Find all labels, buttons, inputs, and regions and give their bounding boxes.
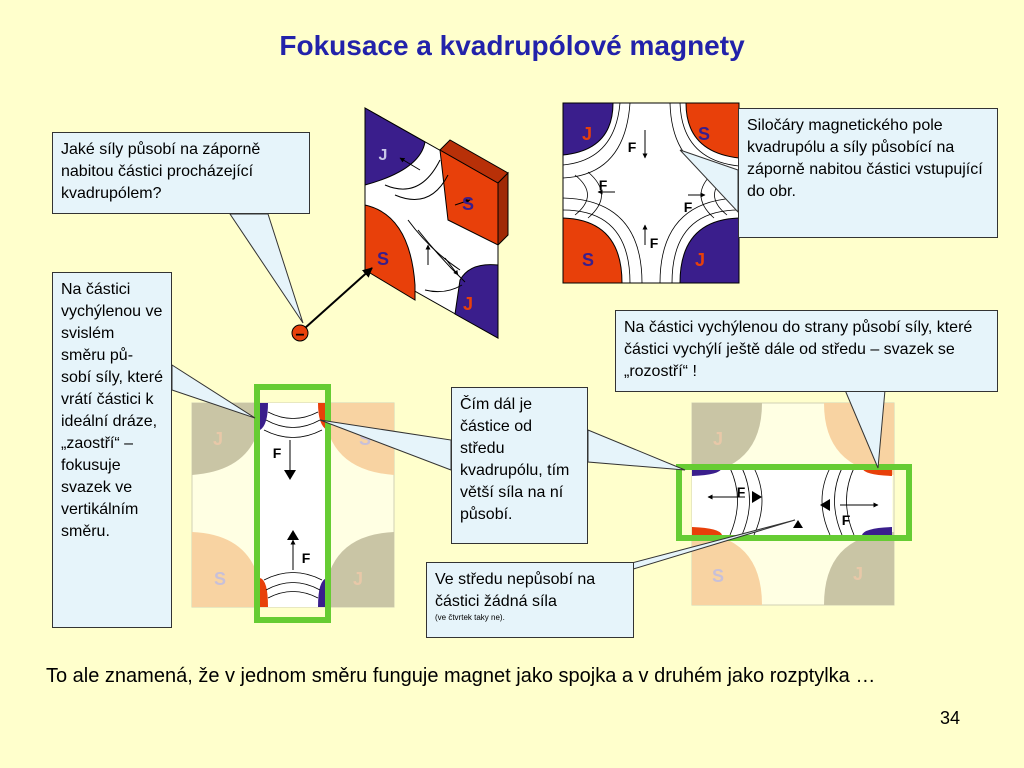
callout-center-text: Ve středu nepůsobí na částici žádná síla [435,571,596,610]
vertical-slice [260,403,327,607]
callout-pointer [171,364,256,419]
callout-pointer [587,429,686,471]
quadrupole-3d [291,107,509,342]
pole-label-s: S [698,124,710,144]
pole-label-j: J [713,429,723,449]
callout-horizontal-defocus: Na částici vychýlenou do strany působí s… [615,310,998,392]
pole-label-j: J [853,564,863,584]
horizontal-slice [692,467,892,536]
force-label: F [628,139,637,155]
force-label: F [599,177,608,193]
callout-center: Ve středu nepůsobí na částici žádná síla… [426,562,634,638]
pole-label-s: S [582,250,594,270]
vertical-highlight-frame [254,384,331,623]
callout-distance: Čím dál je částice od středu kvadrupólu,… [451,387,588,544]
force-label: F [842,512,851,528]
particle-minus-sign: − [295,327,304,344]
pole-label-j: J [463,294,473,314]
force-label: F [684,199,693,215]
pole-label-s: S [377,249,389,269]
pole-label-j: J [213,429,223,449]
force-label: F [302,550,311,566]
pole-label-j: J [379,147,388,164]
pole-label-j: J [695,250,705,270]
callout-field-lines: Siločáry magnetického pole kvadrupólu a … [738,108,998,238]
page-number: 34 [940,708,961,728]
pole-label-s: S [462,194,474,214]
force-label: F [737,484,746,500]
pole-label-s: S [712,566,724,586]
pole-label-j: J [582,124,592,144]
callout-pointer [229,213,304,324]
callout-vertical-focus: Na částici vychýlenou ve svislém směru p… [52,272,172,628]
callout-center-note: (ve čtvrtek taky ne). [435,613,505,622]
force-label: F [273,445,282,461]
callout-question: Jaké síly působí na záporně nabitou část… [52,132,310,214]
horizontal-highlight-frame [676,464,912,541]
page-title: Fokusace a kvadrupólové magnety [279,30,745,61]
force-label: F [650,235,659,251]
pole-label-j: J [353,569,363,589]
quadrupole-top-view [562,102,740,284]
pole-label-s: S [214,569,226,589]
bottom-text: To ale znamená, že v jednom směru funguj… [46,665,876,687]
